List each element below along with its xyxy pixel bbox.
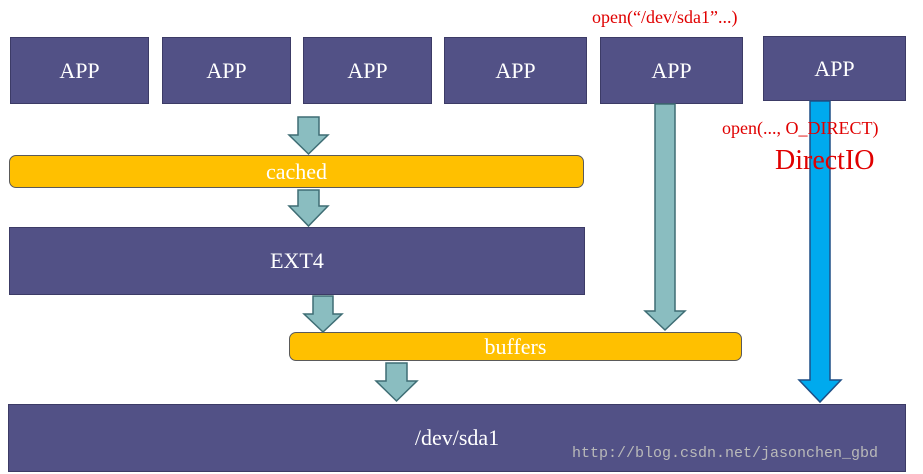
app-box-6: APP [763,36,906,101]
ext4-label: EXT4 [270,248,324,273]
cached-bar: cached [9,155,584,188]
direct-call-annotation: open(..., O_DIRECT) [722,118,879,138]
arrow-app5-to-buffers [643,103,687,332]
app-box-3: APP [303,37,432,104]
arrow-app-to-cached [287,116,330,156]
ext4-box: EXT4 [9,227,585,295]
app-label-1: APP [59,57,100,83]
app-label-5: APP [651,57,692,83]
app-box-1: APP [10,37,149,104]
arrow-buffers-to-device [374,362,419,403]
arrow-ext4-to-buffers [302,295,344,334]
app-label-3: APP [347,57,388,83]
app-label-2: APP [206,57,247,83]
open-call-annotation: open(“/dev/sda1”...) [592,7,738,27]
cached-label: cached [265,158,328,184]
app-label-4: APP [495,57,536,83]
device-box: /dev/sda1 [8,404,906,472]
arrow-direct-io [797,100,843,404]
app-box-5: APP [600,37,743,104]
app-box-4: APP [444,37,587,104]
buffers-label: buffers [484,333,547,359]
buffers-bar: buffers [289,332,742,361]
app-box-2: APP [162,37,291,104]
arrow-cached-to-ext4 [287,189,330,228]
app-label-6: APP [814,55,855,81]
device-label: /dev/sda1 [414,425,500,450]
watermark: http://blog.csdn.net/jasonchen_gbd [572,445,879,462]
direct-io-label: DirectIO [775,145,875,176]
